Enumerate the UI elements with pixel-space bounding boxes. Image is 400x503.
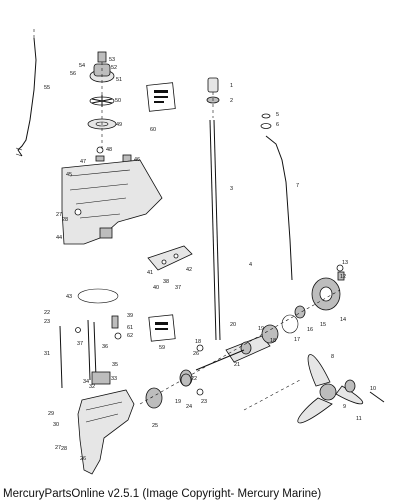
callout-60: 60 — [150, 127, 156, 133]
callout-8: 8 — [331, 354, 334, 360]
callout-14: 14 — [340, 317, 346, 323]
callout-27a: 27 — [56, 212, 62, 218]
copyright-caption: MercuryPartsOnline v2.5.1 (Image Copyrig… — [3, 488, 322, 500]
callout-23b: 23 — [201, 399, 207, 405]
callout-50: 50 — [115, 98, 121, 104]
callout-35: 35 — [112, 362, 118, 368]
callout-41: 41 — [147, 270, 153, 276]
callout-29: 29 — [48, 411, 54, 417]
callout-26a: 26 — [193, 351, 199, 357]
callout-55: 55 — [44, 85, 50, 91]
callout-11: 11 — [356, 416, 362, 422]
callout-32: 32 — [89, 384, 95, 390]
callout-53: 53 — [109, 57, 115, 63]
callout-48: 48 — [106, 147, 112, 153]
callout-20: 20 — [230, 322, 236, 328]
callout-47: 47 — [80, 159, 86, 165]
callout-13: 13 — [342, 260, 348, 266]
propeller-shaft-assembly — [139, 277, 341, 409]
callout-27b: 27 — [55, 445, 61, 451]
callout-37a: 37 — [175, 285, 181, 291]
callout-37b: 37 — [77, 341, 83, 347]
propeller — [243, 354, 385, 424]
shift-linkage-rod — [260, 113, 293, 281]
water-inlet-cover — [147, 245, 193, 271]
exploded-parts-diagram: 53 52 54 56 51 55 50 49 60 48 47 46 45 2… — [15, 26, 385, 475]
gear-housing-upper — [61, 159, 163, 245]
callout-3: 3 — [230, 186, 233, 192]
seal-ring — [77, 288, 119, 304]
shift-rod — [15, 26, 37, 157]
callout-18b: 18 — [195, 339, 201, 345]
water-pump-assembly — [87, 51, 132, 166]
callout-28b: 28 — [61, 446, 67, 452]
callout-labels: 53 52 54 56 51 55 50 49 60 48 47 46 45 2… — [44, 57, 376, 462]
callout-22: 22 — [44, 310, 50, 316]
callout-12: 12 — [340, 274, 346, 280]
callout-39: 39 — [127, 313, 133, 319]
callout-45: 45 — [66, 172, 72, 178]
callout-10: 10 — [370, 386, 376, 392]
callout-25: 25 — [152, 423, 158, 429]
callout-44: 44 — [56, 235, 62, 241]
callout-5: 5 — [276, 112, 279, 118]
callout-56: 56 — [70, 71, 76, 77]
callout-2: 2 — [230, 98, 233, 104]
callout-17: 17 — [294, 337, 300, 343]
callout-51: 51 — [116, 77, 122, 83]
decal-plate-60 — [146, 82, 176, 112]
callout-62: 62 — [127, 333, 133, 339]
callout-36: 36 — [102, 344, 108, 350]
gear-case-lower — [77, 371, 135, 475]
callout-46: 46 — [134, 157, 140, 163]
callout-24: 24 — [186, 404, 192, 410]
callout-19b: 19 — [175, 399, 181, 405]
callout-15: 15 — [320, 322, 326, 328]
decal-plate-59 — [148, 314, 176, 342]
callout-28a: 28 — [62, 217, 68, 223]
callout-23: 23 — [44, 319, 50, 325]
lower-gear-parts — [180, 264, 345, 396]
callout-7: 7 — [296, 183, 299, 189]
callout-61: 61 — [127, 325, 133, 331]
callout-54: 54 — [79, 63, 85, 69]
studs — [59, 315, 122, 389]
callout-59: 59 — [159, 345, 165, 351]
callout-18: 18 — [270, 338, 276, 344]
callout-26b: 26 — [80, 456, 86, 462]
callout-21: 21 — [234, 362, 240, 368]
callout-38a: 38 — [163, 279, 169, 285]
callout-22b: 22 — [191, 376, 197, 382]
callout-42: 42 — [186, 267, 192, 273]
callout-52: 52 — [111, 65, 117, 71]
callout-34: 34 — [83, 379, 89, 385]
callout-40: 40 — [153, 285, 159, 291]
callout-6: 6 — [276, 122, 279, 128]
callout-9: 9 — [343, 404, 346, 410]
callout-43: 43 — [66, 294, 72, 300]
callout-16: 16 — [307, 327, 313, 333]
callout-1: 1 — [230, 83, 233, 89]
callout-4: 4 — [249, 262, 252, 268]
callout-31: 31 — [44, 351, 50, 357]
callout-30: 30 — [53, 422, 59, 428]
callout-33: 33 — [111, 376, 117, 382]
callout-49: 49 — [116, 122, 122, 128]
callout-19: 19 — [258, 326, 264, 332]
drive-shaft — [206, 77, 221, 341]
